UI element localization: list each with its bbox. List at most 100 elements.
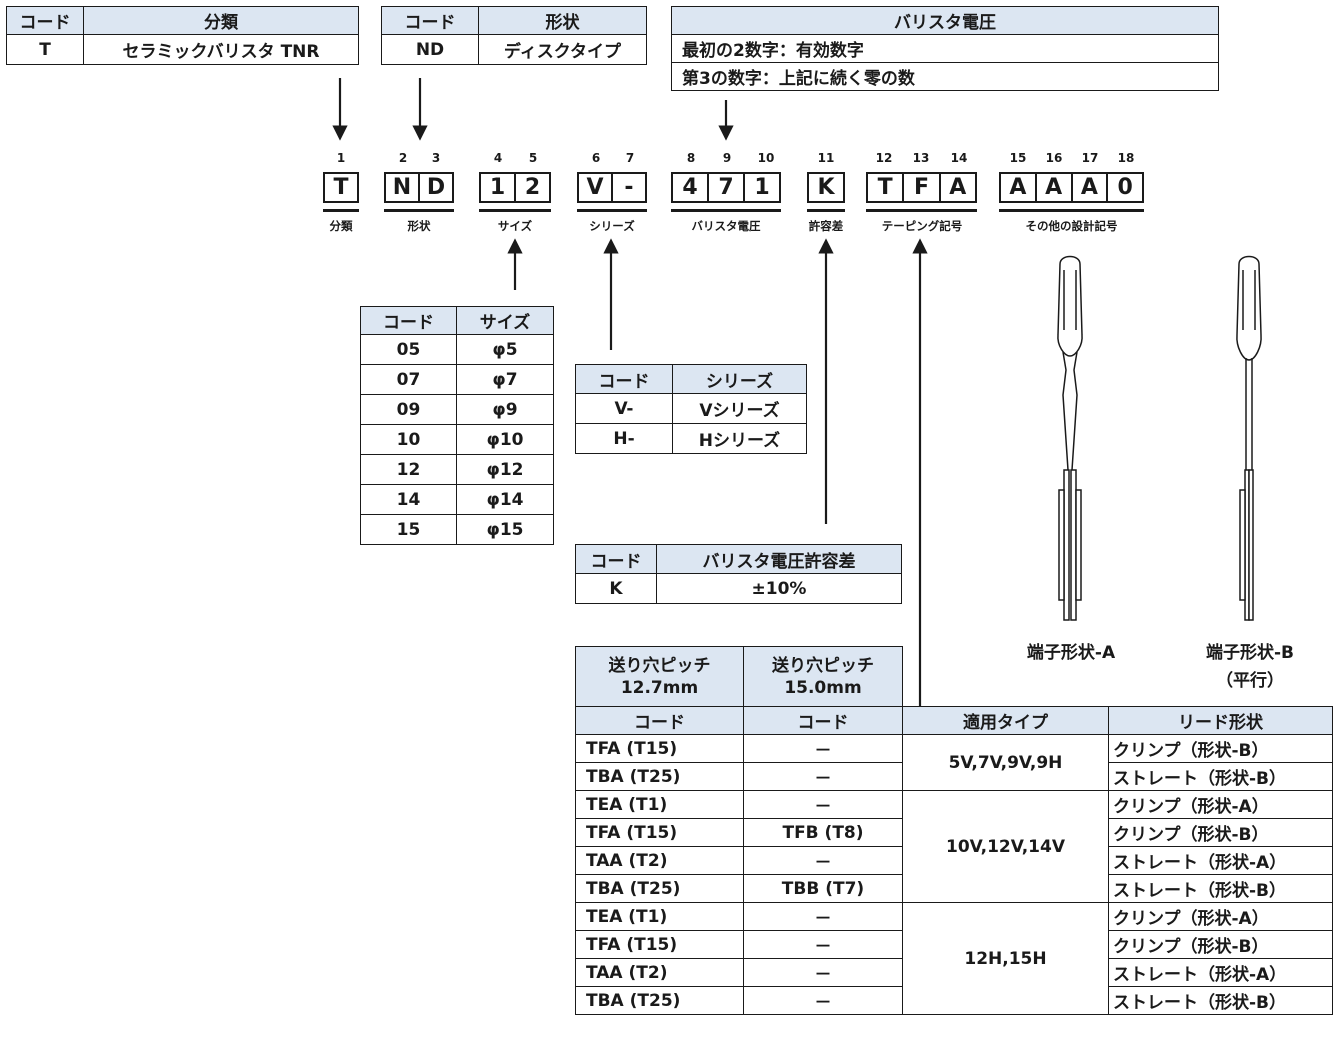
pitch-b-line1: 送り穴ピッチ xyxy=(772,655,874,676)
tolerance-value: ±10% xyxy=(656,573,902,604)
series-header-code: コード xyxy=(575,364,673,394)
size-value: φ5 xyxy=(456,334,554,365)
size-code: 14 xyxy=(360,484,457,515)
terminal-b-drawing xyxy=(1236,255,1262,621)
taping-header-code-a: コード xyxy=(575,706,744,735)
pn-char: - xyxy=(611,174,645,201)
pos-15: 15 xyxy=(1009,151,1027,165)
pn-char: T xyxy=(877,175,893,200)
terminal-a-label: 端子形状-A xyxy=(1026,643,1116,663)
taping-lead: クリンプ（形状-A） xyxy=(1108,790,1333,819)
shape-code: ND xyxy=(381,34,479,65)
pn-char: N xyxy=(392,175,412,200)
tolerance-header-code: コード xyxy=(575,544,657,574)
taping-code-b: － xyxy=(743,902,903,931)
underline xyxy=(807,209,845,212)
terminal-b-sublabel: （平行） xyxy=(1216,671,1284,691)
taping-header-lead: リード形状 xyxy=(1108,706,1333,735)
pn-char: A xyxy=(938,174,975,201)
pitch-a-line1: 送り穴ピッチ xyxy=(608,655,711,676)
size-value: φ14 xyxy=(456,484,554,515)
pos-6: 6 xyxy=(591,151,601,165)
underline xyxy=(866,209,977,212)
label-taping: テーピング記号 xyxy=(881,219,963,233)
pn-char: F xyxy=(902,174,938,201)
pn-char: V xyxy=(586,175,604,200)
voltage-rule-2: 第3の数字：上記に続く零の数 xyxy=(671,62,1219,91)
series-table: コード シリーズ V-Vシリーズ H-Hシリーズ xyxy=(575,364,807,454)
pn-box-other: A A A 0 xyxy=(999,172,1144,203)
pos-7: 7 xyxy=(625,151,635,165)
taping-pitch-b: 送り穴ピッチ 15.0mm xyxy=(743,646,903,707)
pn-char: A xyxy=(1009,175,1027,200)
taping-code-a: TAA (T2) xyxy=(575,958,744,987)
pn-box-voltage: 4 7 1 xyxy=(671,172,781,203)
size-value: φ7 xyxy=(456,364,554,395)
pos-1: 1 xyxy=(336,151,346,165)
voltage-header: バリスタ電圧 xyxy=(671,6,1219,35)
taping-code-a: TFA (T15) xyxy=(575,930,744,959)
pn-box-shape: N D xyxy=(384,172,454,203)
label-tolerance: 許容差 xyxy=(808,219,844,233)
size-value: φ15 xyxy=(456,514,554,545)
pn-char: 4 xyxy=(682,175,698,200)
pos-9: 9 xyxy=(722,151,732,165)
underline xyxy=(479,209,551,212)
pn-char: A xyxy=(1070,174,1107,201)
taping-table: 送り穴ピッチ 12.7mm 送り穴ピッチ 15.0mm コード コード 適用タイ… xyxy=(575,646,1333,1015)
shape-table: コード 形状 ND ディスクタイプ xyxy=(381,6,647,65)
label-shape: 形状 xyxy=(407,219,431,233)
tolerance-table: コード バリスタ電圧許容差 K±10% xyxy=(575,544,902,604)
size-value: φ12 xyxy=(456,454,554,485)
taping-type: 10V,12V,14V xyxy=(902,790,1109,903)
series-header-series: シリーズ xyxy=(672,364,807,394)
taping-lead: ストレート（形状-B） xyxy=(1108,986,1333,1015)
series-name: Hシリーズ xyxy=(672,423,807,454)
pn-char: 7 xyxy=(707,174,743,201)
taping-type: 12H,15H xyxy=(902,902,1109,1015)
pn-char: 2 xyxy=(514,174,549,201)
label-other: その他の設計記号 xyxy=(1025,219,1118,233)
size-code: 07 xyxy=(360,364,457,395)
taping-code-b: － xyxy=(743,790,903,819)
terminal-b-label: 端子形状-B xyxy=(1205,643,1294,663)
taping-lead: クリンプ（形状-A） xyxy=(1108,902,1333,931)
series-code: V- xyxy=(575,393,673,424)
pos-18: 18 xyxy=(1117,151,1135,165)
taping-lead: ストレート（形状-B） xyxy=(1108,762,1333,791)
series-code: H- xyxy=(575,423,673,454)
taping-code-a: TFA (T15) xyxy=(575,818,744,847)
pos-5: 5 xyxy=(528,151,538,165)
underline xyxy=(384,209,454,212)
taping-lead: ストレート（形状-A） xyxy=(1108,958,1333,987)
taping-lead: クリンプ（形状-B） xyxy=(1108,930,1333,959)
pn-box-series: V - xyxy=(577,172,647,203)
taping-code-b: － xyxy=(743,986,903,1015)
size-value: φ10 xyxy=(456,424,554,455)
pos-8: 8 xyxy=(686,151,696,165)
pn-box-size: 1 2 xyxy=(479,172,551,203)
voltage-rule-1: 最初の2数字：有効数字 xyxy=(671,34,1219,63)
taping-pitch-a: 送り穴ピッチ 12.7mm xyxy=(575,646,744,707)
taping-lead: ストレート（形状-B） xyxy=(1108,874,1333,903)
pn-char: T xyxy=(333,175,349,200)
size-code: 09 xyxy=(360,394,457,425)
pos-10: 10 xyxy=(757,151,775,165)
shape-header-shape: 形状 xyxy=(478,6,647,35)
series-name: Vシリーズ xyxy=(672,393,807,424)
pos-13: 13 xyxy=(912,151,930,165)
taping-type: 5V,7V,9V,9H xyxy=(902,734,1109,791)
taping-lead: クリンプ（形状-B） xyxy=(1108,734,1333,763)
taping-header-code-b: コード xyxy=(743,706,903,735)
pos-4: 4 xyxy=(493,151,503,165)
size-header-code: コード xyxy=(360,306,457,335)
type-code: T xyxy=(6,34,84,65)
shape-header-code: コード xyxy=(381,6,479,35)
label-voltage: バリスタ電圧 xyxy=(691,219,761,233)
taping-code-a: TEA (T1) xyxy=(575,902,744,931)
pos-12: 12 xyxy=(875,151,893,165)
taping-code-a: TBA (T25) xyxy=(575,874,744,903)
underline xyxy=(999,209,1144,212)
